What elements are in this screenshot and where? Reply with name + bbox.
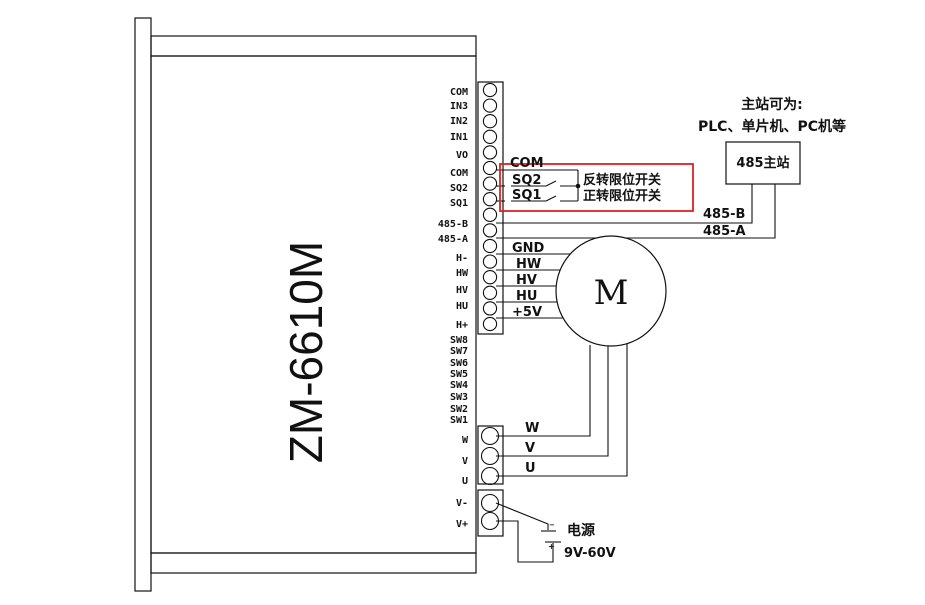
hall-hu-label: HU	[516, 289, 537, 304]
pin-label: SW5	[450, 369, 468, 380]
pin-label: IN3	[450, 101, 468, 112]
pin-label: SW7	[450, 346, 468, 357]
com-wire-label: COM	[510, 156, 544, 171]
pin-label: 485-A	[438, 234, 468, 245]
hall-hv-label: HV	[516, 273, 537, 288]
master-title-line1: 主站可为:	[741, 96, 803, 113]
signal-terminal-block	[477, 81, 504, 335]
motor-circle	[555, 235, 667, 347]
pin-label: SQ2	[450, 183, 468, 194]
motor-terminal	[480, 446, 500, 466]
signal-terminal	[482, 145, 498, 160]
limit-switch-highlight	[499, 163, 694, 212]
phase-v-label: V	[525, 441, 535, 456]
sq1-label: SQ1	[512, 188, 541, 203]
pin-label: HW	[456, 268, 469, 279]
signal-terminal	[482, 207, 498, 222]
phase-w-label: W	[525, 421, 539, 436]
pin-label: H-	[456, 253, 468, 264]
bus-b-label: 485-B	[703, 207, 745, 222]
pin-label: SQ1	[450, 198, 468, 209]
signal-terminal	[482, 98, 498, 113]
signal-terminal	[482, 316, 498, 332]
sq2-label: SQ2	[512, 173, 541, 188]
power-terminal	[480, 493, 500, 513]
power-plus-sign: +	[548, 542, 555, 551]
pin-label: SW1	[450, 415, 468, 426]
signal-terminal	[482, 285, 498, 300]
driver-side-plate	[134, 17, 152, 592]
signal-terminal	[482, 270, 498, 285]
forward-limit-switch-label: 正转限位开关	[583, 188, 661, 204]
master-title-line2: PLC、单片机、PC机等	[698, 118, 846, 135]
pin-label: SW8	[450, 335, 468, 346]
pin-label: V-	[456, 498, 468, 509]
signal-terminal	[482, 254, 498, 269]
power-minus-sign: −	[549, 521, 555, 529]
pin-label: IN2	[450, 116, 468, 127]
pin-label: HV	[456, 285, 468, 296]
pin-label: HU	[456, 301, 468, 312]
pin-label: VO	[456, 150, 468, 161]
reverse-limit-switch-label: 反转限位开关	[583, 172, 661, 188]
hall-gnd-label: GND	[512, 241, 545, 256]
power-terminal	[480, 511, 500, 531]
signal-terminal	[482, 129, 498, 144]
signal-terminal	[482, 223, 498, 238]
hall-vcc-label: +5V	[512, 305, 542, 320]
pin-label: SW6	[450, 358, 468, 369]
motor-terminal	[480, 426, 500, 446]
terminals	[480, 82, 500, 531]
signal-terminal	[482, 192, 498, 207]
master-box-label: 485主站	[736, 155, 789, 171]
master-box	[725, 141, 801, 185]
driver-bottom-flange	[150, 552, 477, 574]
signal-terminal	[482, 82, 498, 98]
bus-a-label: 485-A	[703, 224, 746, 239]
pin-label: IN1	[450, 132, 468, 143]
pin-label: COM	[450, 87, 468, 98]
phase-u-label: U	[525, 461, 536, 476]
pin-label: V+	[456, 519, 468, 530]
driver-model-label: ZM-6610M	[280, 241, 332, 463]
signal-terminal	[482, 176, 498, 191]
driver-body	[150, 55, 477, 554]
signal-terminal	[482, 301, 498, 316]
motor-label: M	[594, 273, 629, 313]
pin-label: SW2	[450, 404, 468, 415]
pin-label: SW4	[450, 380, 468, 391]
pin-label: U	[462, 476, 468, 487]
junction-dot	[575, 183, 581, 189]
driver-top-flange	[150, 35, 477, 57]
pin-label: 485-B	[438, 219, 468, 230]
motor-terminal	[480, 466, 500, 486]
signal-terminal	[482, 114, 498, 129]
pin-label: SW3	[450, 392, 468, 403]
pin-label: V	[462, 456, 468, 467]
power-label: 电源	[567, 522, 595, 539]
hall-hw-label: HW	[516, 257, 541, 272]
signal-terminal	[482, 160, 498, 176]
power-range-label: 9V-60V	[564, 546, 616, 561]
power-terminal-block	[477, 489, 504, 537]
signal-terminal	[482, 238, 498, 254]
pin-label: COM	[450, 168, 468, 179]
pin-label: W	[462, 435, 469, 446]
pin-label: H+	[456, 320, 468, 331]
